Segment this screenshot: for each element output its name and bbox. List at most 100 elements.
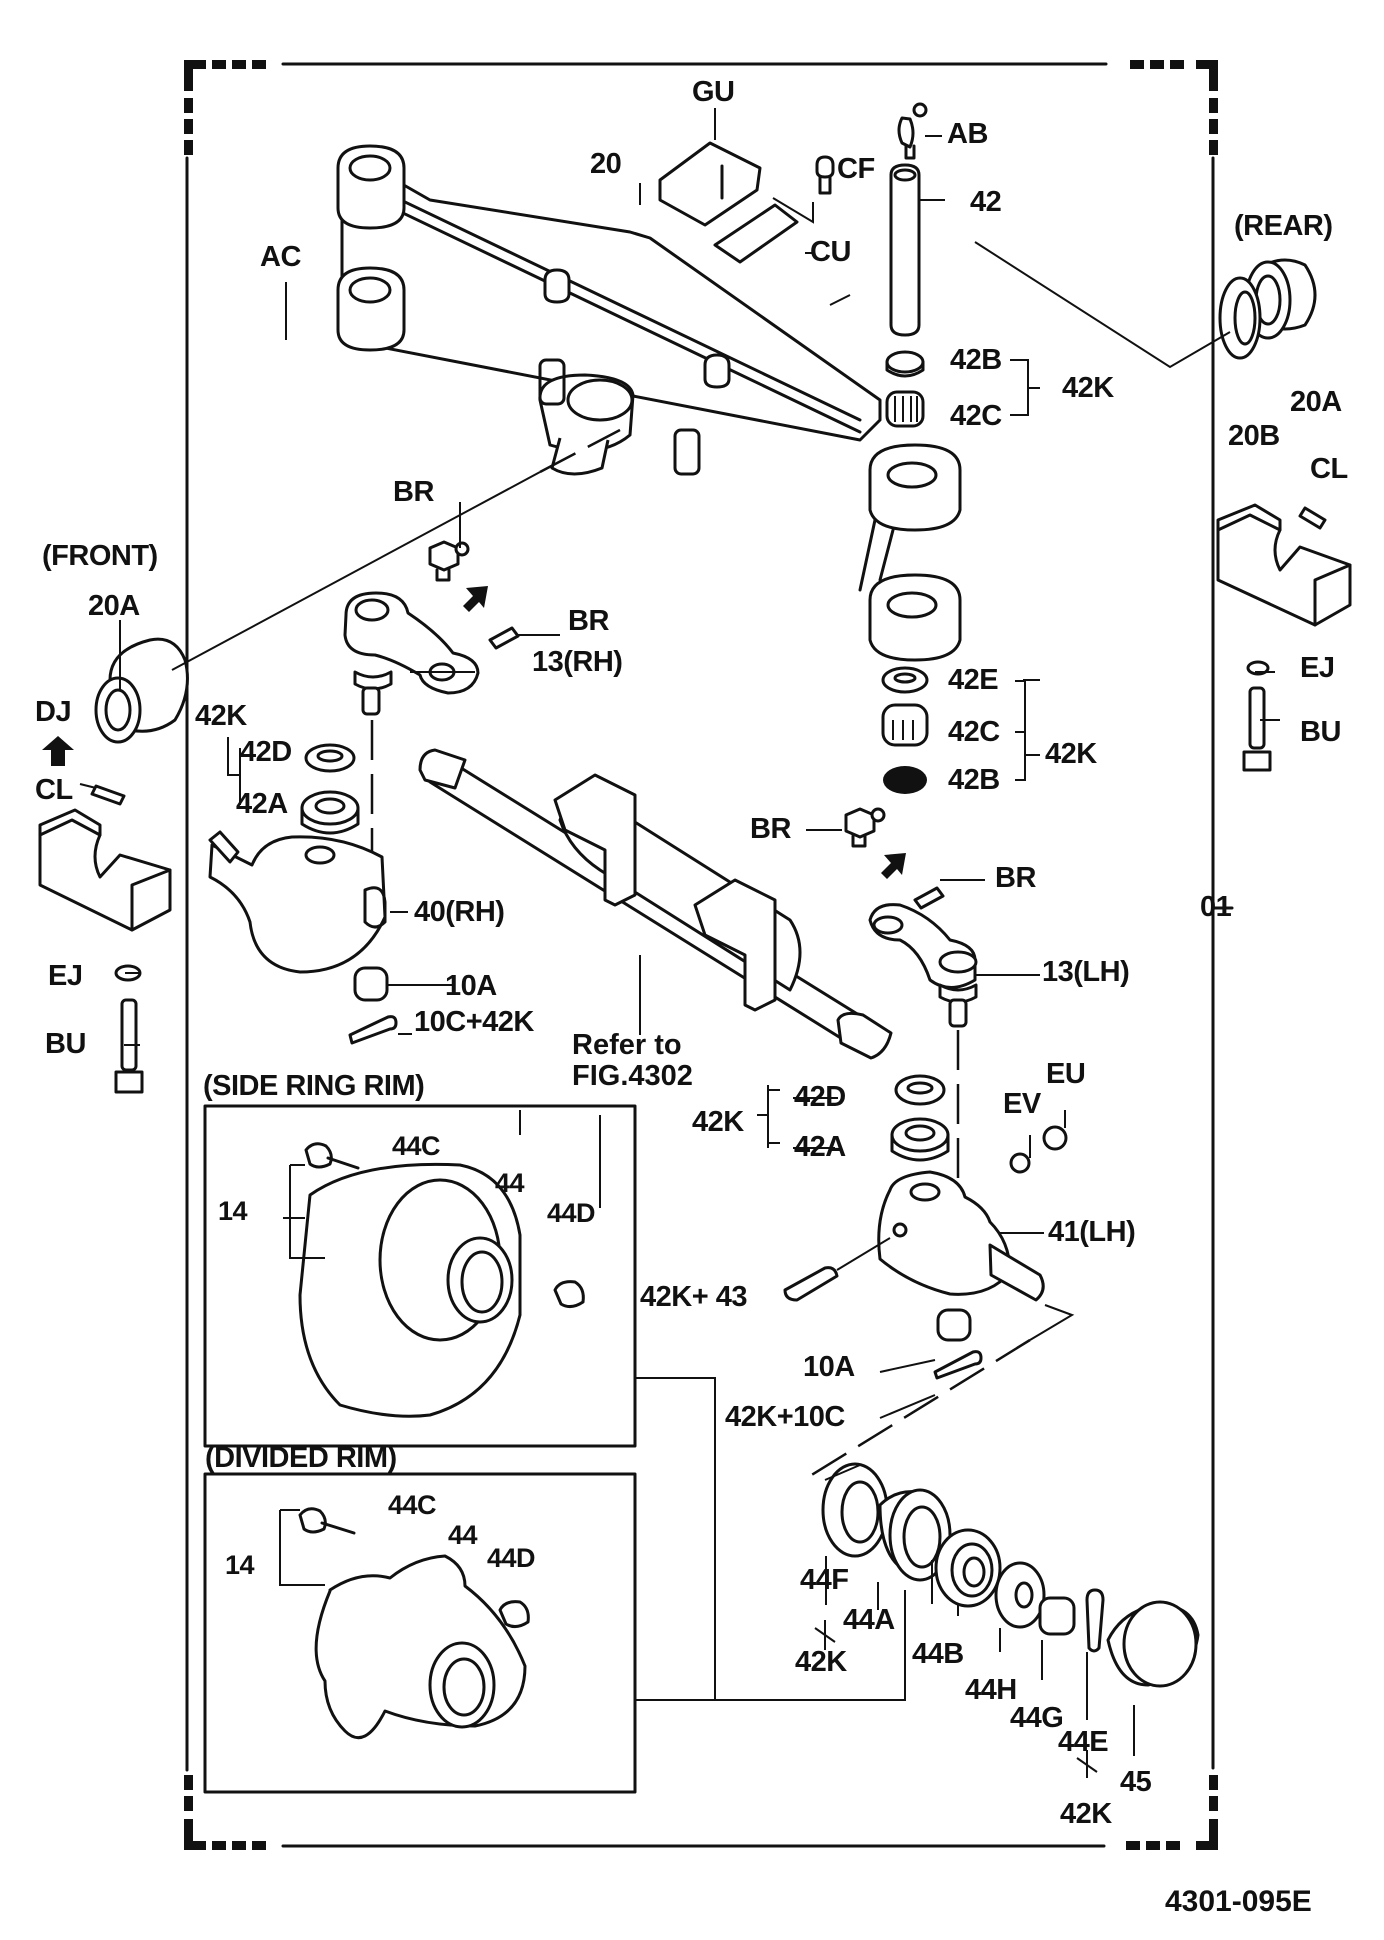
section-title-side-ring-rim: (SIDE RING RIM)	[203, 1070, 425, 1102]
label-42: 42	[970, 186, 1002, 218]
label-44c-side-ring: 44C	[392, 1131, 441, 1161]
hub-cap-45	[1106, 1600, 1200, 1688]
label-br-mid-right: BR	[995, 862, 1036, 894]
label-ab: AB	[947, 118, 988, 150]
figure-number: 4301-095E	[1165, 1885, 1312, 1918]
grease-nipple-ab	[897, 102, 928, 160]
label-42d-lh: 42D	[794, 1081, 846, 1113]
arrow-icon	[881, 853, 906, 879]
bushing-42b-upper	[885, 350, 925, 378]
leader-lh-spindle	[1029, 1304, 1075, 1341]
label-10c-42k-rh: 10C+42K	[414, 1006, 534, 1038]
label-dj: DJ	[35, 696, 72, 728]
label-44e: 44E	[1058, 1726, 1109, 1758]
label-41lh: 41(LH)	[1048, 1216, 1136, 1248]
bearing-42a-rh	[300, 790, 360, 835]
grease-fitting-cl-front	[79, 783, 126, 806]
label-44h: 44H	[965, 1674, 1017, 1706]
label-42b-lower: 42B	[948, 764, 1000, 796]
reference-line-2: FIG.4302	[572, 1060, 693, 1093]
leader-rear-bushing	[974, 241, 1231, 369]
cotter-pin-44e	[1085, 1588, 1105, 1653]
label-eu: EU	[1046, 1058, 1086, 1090]
bearing-cup-44a	[878, 1488, 952, 1582]
washer-44h	[994, 1561, 1046, 1629]
label-20a-rear: 20A	[1290, 386, 1342, 418]
label-20a-front: 20A	[88, 590, 140, 622]
cotter-pin-10c-lh	[933, 1350, 983, 1380]
grease-nipple-br-mid	[913, 886, 945, 910]
seal-42d-lh	[894, 1074, 946, 1106]
label-ej-rear: EJ	[1300, 652, 1335, 684]
label-44d-divided: 44D	[487, 1543, 536, 1573]
steering-arm-13-lh	[868, 903, 978, 1028]
label-44a: 44A	[843, 1604, 895, 1636]
label-10a-lh: 10A	[803, 1351, 855, 1383]
label-br-top: BR	[393, 476, 434, 508]
label-ej-front: EJ	[48, 960, 83, 992]
label-44b: 44B	[912, 1638, 964, 1670]
label-cu: CU	[810, 236, 851, 268]
steering-knuckle-40-rh	[208, 830, 387, 974]
arrow-icon	[463, 586, 488, 612]
label-44-side-ring: 44	[495, 1168, 525, 1198]
label-42k-10c-lh: 42K+10C	[725, 1401, 845, 1433]
seal-42e-lower	[881, 666, 929, 694]
plus-marks	[814, 1620, 1098, 1778]
label-gu: GU	[692, 76, 735, 108]
label-40rh: 40(RH)	[414, 896, 505, 928]
label-cl-rear: CL	[1310, 453, 1348, 485]
leader-front-dash	[539, 428, 621, 474]
label-44f: 44F	[800, 1564, 849, 1596]
label-42k-44f: 42K	[795, 1646, 847, 1678]
castle-nut-10a-rh	[353, 966, 389, 1002]
grease-fitting-br-upper	[428, 540, 470, 582]
diagram-frame	[184, 60, 1234, 1850]
seal-42d-rh	[304, 743, 356, 773]
side-ring-rim-box	[203, 1104, 637, 1448]
reference-note: Refer to FIG.4302	[572, 1029, 693, 1093]
section-title-front: (FRONT)	[42, 540, 158, 572]
label-42k-rh: 42K	[195, 700, 247, 732]
label-20: 20	[590, 148, 622, 180]
bushing-42b-lower	[883, 766, 927, 794]
leader-pin	[829, 294, 851, 306]
grease-fitting-cl-rear	[1298, 506, 1327, 530]
axle-beam-part-20	[336, 144, 962, 662]
hub-leaders	[825, 1556, 1135, 1756]
label-10a-rh: 10A	[445, 970, 497, 1002]
label-44d-side-ring: 44D	[547, 1198, 596, 1228]
grease-nipple-br	[488, 626, 520, 650]
cotter-pin-10c-rh	[348, 1015, 398, 1045]
divided-rim-box	[203, 1472, 637, 1794]
label-42k-lower: 42K	[1045, 738, 1097, 770]
label-44g: 44G	[1010, 1702, 1064, 1734]
plate-cu	[713, 203, 799, 264]
label-42b-upper: 42B	[950, 344, 1002, 376]
section-title-rear: (REAR)	[1234, 210, 1333, 242]
bracket-42k-rh	[227, 737, 241, 805]
nut-ev	[1009, 1152, 1031, 1174]
label-cl-front: CL	[35, 774, 73, 806]
label-13lh: 13(LH)	[1042, 956, 1130, 988]
bushing-20a-front	[94, 637, 189, 744]
label-42k-43: 42K+ 43	[640, 1281, 747, 1313]
label-42e-lower: 42E	[948, 664, 999, 696]
label-14-side-ring: 14	[218, 1196, 248, 1226]
leader-rim-boxes	[635, 1377, 906, 1701]
label-13rh: 13(RH)	[532, 646, 623, 678]
steering-arm-13-rh	[343, 591, 480, 716]
label-44c-divided: 44C	[388, 1490, 437, 1520]
label-44-divided: 44	[448, 1520, 478, 1550]
bolt-bu-front	[114, 998, 144, 1094]
bolt-cf	[772, 155, 835, 224]
nut-44g	[1038, 1596, 1076, 1636]
leader-front-bushing	[171, 471, 541, 671]
label-42k-lh: 42K	[692, 1106, 744, 1138]
steering-knuckle-41-lh	[877, 1170, 1045, 1302]
label-bu-rear: BU	[1300, 716, 1341, 748]
label-br-mid: BR	[750, 813, 791, 845]
label-br-right: BR	[568, 605, 609, 637]
king-pin-42	[889, 163, 921, 337]
